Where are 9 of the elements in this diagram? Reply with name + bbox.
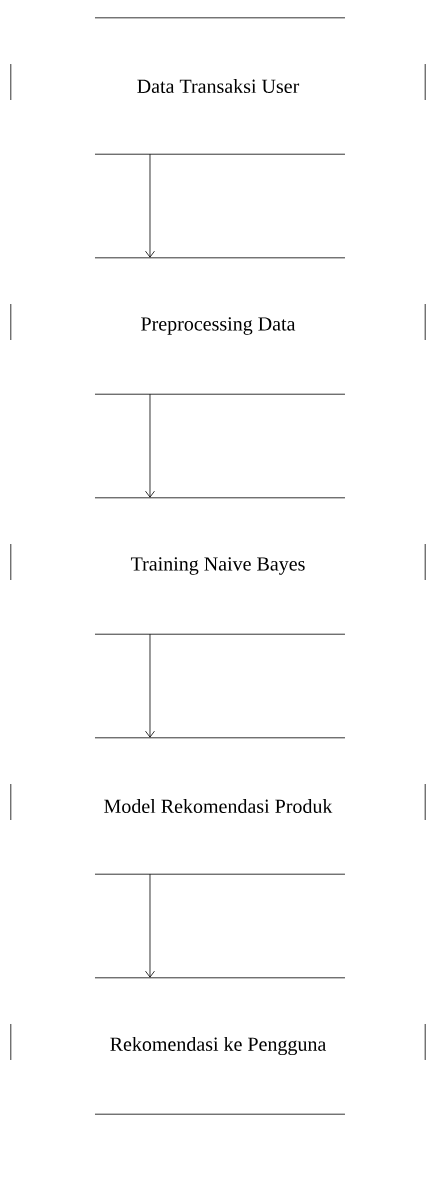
- process-box: Rekomendasi ke Pengguna: [10, 977, 426, 1115]
- process-box: Training Naive Bayes: [10, 497, 426, 635]
- arrow: [145, 873, 155, 978]
- arrow: [145, 633, 155, 738]
- arrow: [145, 153, 155, 258]
- arrow: [145, 393, 155, 498]
- process-box: Preprocessing Data: [10, 257, 426, 395]
- process-box: Model Rekomendasi Produk: [10, 737, 426, 875]
- process-box: Data Transaksi User: [10, 17, 426, 155]
